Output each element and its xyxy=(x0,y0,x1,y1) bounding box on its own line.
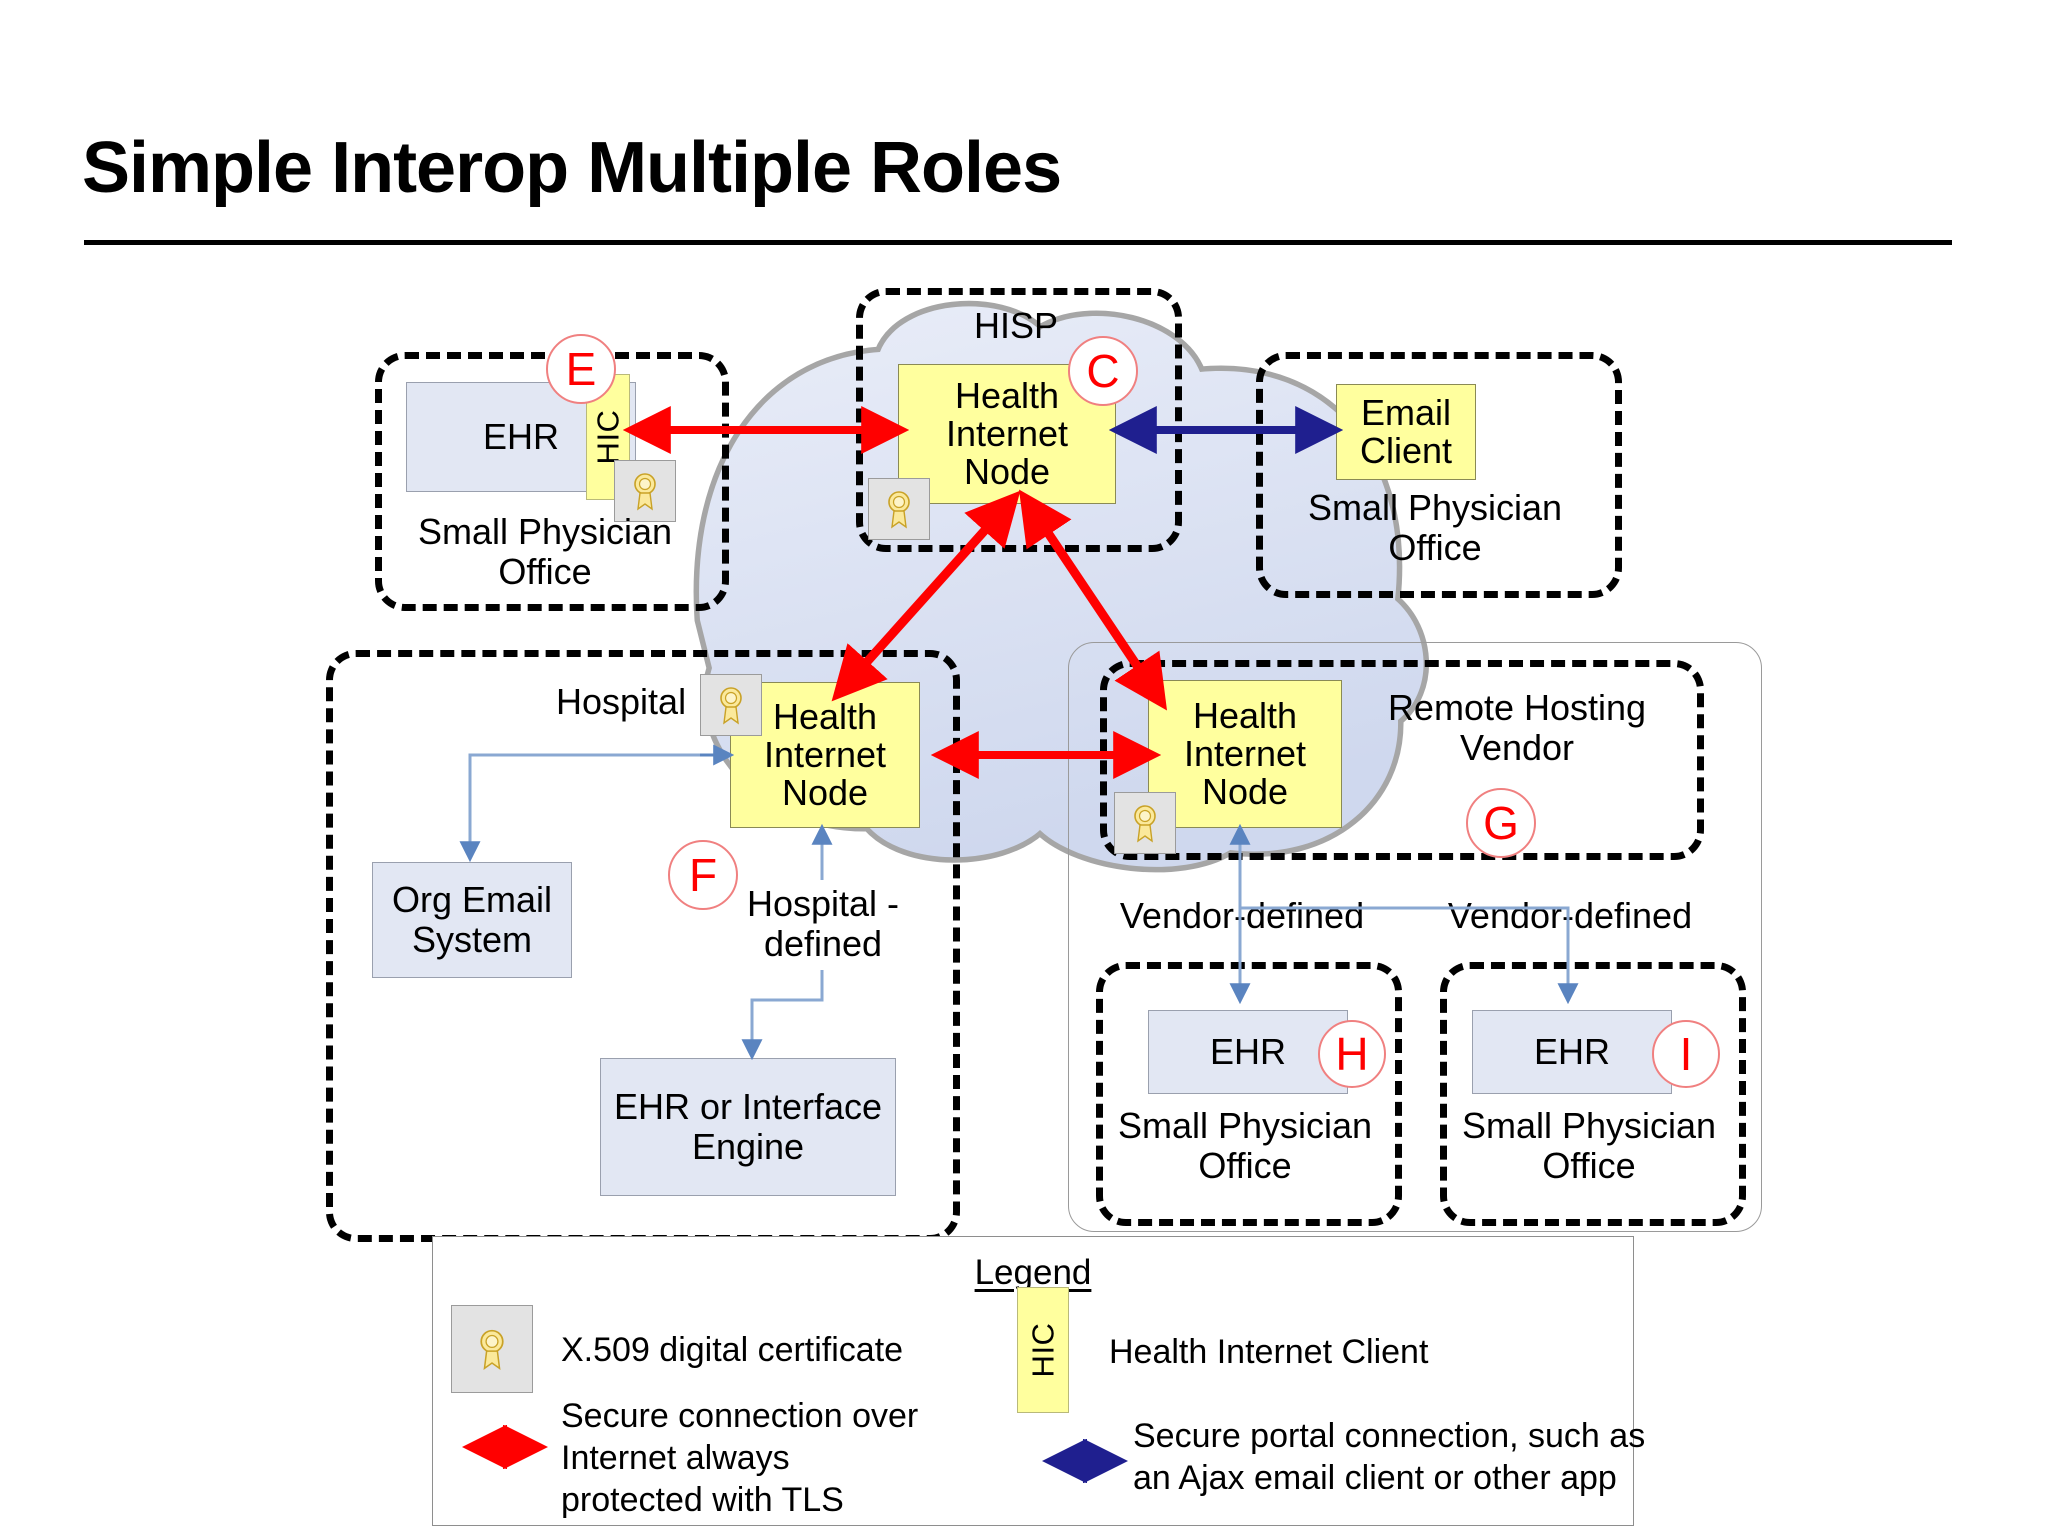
legend-item-portal-text: Secure portal connection, such as an Aja… xyxy=(1133,1417,1646,1498)
outer-boundary-remote-hosting xyxy=(1068,642,1762,1232)
hospital-ehr-or-interface-engine[interactable]: EHR or Interface Engine xyxy=(600,1058,896,1196)
legend-panel: Legend X.509 digital certificate HIC Hea… xyxy=(432,1236,1645,1526)
x509-certificate-icon xyxy=(451,1305,533,1393)
vendor-health-internet-node[interactable]: Health Internet Node xyxy=(1148,680,1342,828)
role-badge-i: I xyxy=(1652,1020,1720,1088)
hospital-org-label: Hospital xyxy=(556,681,687,722)
vendor-defined-connector-label-left: Vendor-defined xyxy=(1119,895,1365,936)
role-badge-h: H xyxy=(1318,1020,1386,1088)
hic-strip-label: HIC xyxy=(590,409,626,465)
office-i-ehr[interactable]: EHR xyxy=(1472,1010,1672,1094)
vendor-defined-connector-label-right: Vendor-defined xyxy=(1447,895,1693,936)
office-h-ehr[interactable]: EHR xyxy=(1148,1010,1348,1094)
hic-strip-icon: HIC xyxy=(1017,1287,1069,1413)
title-divider xyxy=(84,240,1952,245)
org-boundary-small-physician-office-i xyxy=(1440,962,1746,1226)
office-left-org-label: Small Physician Office xyxy=(417,511,673,593)
office-right-org-label: Small Physician Office xyxy=(1307,487,1563,569)
legend-item-certificate-text: X.509 digital certificate xyxy=(561,1331,904,1369)
org-boundary-small-physician-office-right xyxy=(1256,352,1622,598)
hic-strip-icon-label: HIC xyxy=(1025,1322,1061,1378)
vendor-org-label: Remote Hosting Vendor xyxy=(1387,687,1647,769)
x509-certificate-icon xyxy=(1114,792,1176,854)
legend-title: Legend xyxy=(974,1253,1092,1292)
page-title: Simple Interop Multiple Roles xyxy=(82,128,1062,208)
role-badge-e: E xyxy=(546,334,616,404)
legend-item-hic-text: Health Internet Client xyxy=(1109,1333,1429,1371)
office-h-org-label: Small Physician Office xyxy=(1117,1105,1373,1187)
role-badge-f: F xyxy=(668,840,738,910)
x509-certificate-icon xyxy=(614,460,676,522)
hospital-defined-connector-label: Hospital - defined xyxy=(746,883,900,965)
hospital-org-email-system[interactable]: Org Email System xyxy=(372,862,572,978)
office-i-org-label: Small Physician Office xyxy=(1461,1105,1717,1187)
red-double-arrow-icon xyxy=(462,1425,548,1469)
hospital-health-internet-node[interactable]: Health Internet Node xyxy=(730,682,920,828)
office-right-email-client[interactable]: Email Client xyxy=(1336,384,1476,480)
role-badge-c: C xyxy=(1068,336,1138,406)
role-badge-g: G xyxy=(1466,788,1536,858)
x509-certificate-icon xyxy=(868,478,930,540)
legend-item-tls-text: Secure connection over Internet always p… xyxy=(561,1397,919,1520)
hisp-label: HISP xyxy=(973,305,1059,346)
blue-double-arrow-icon xyxy=(1042,1439,1128,1483)
x509-certificate-icon xyxy=(700,674,762,736)
